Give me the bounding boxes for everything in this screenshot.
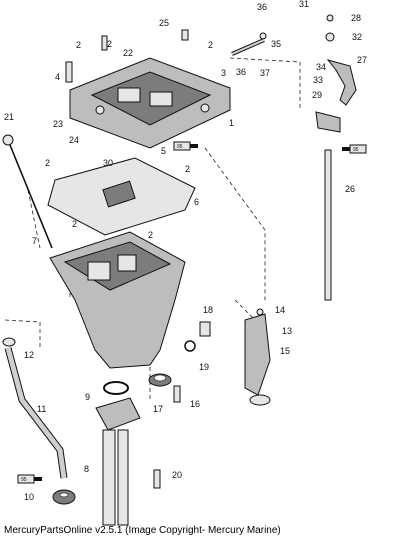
callout-33: 33: [313, 75, 323, 85]
callout-35: 35: [271, 39, 281, 49]
hose-35: [231, 38, 265, 56]
callout-3: 3: [221, 68, 226, 78]
svg-text:2: 2: [185, 164, 190, 174]
callout-2: 2: [76, 40, 81, 50]
callout-11: 11: [37, 404, 46, 414]
svg-text:2: 2: [148, 230, 153, 240]
callout-22: 22: [123, 48, 133, 58]
adaptor-plate: [69, 57, 231, 149]
callout-26: 26: [345, 184, 355, 194]
bolts: [65, 29, 189, 489]
callout-9: 9: [85, 392, 90, 402]
bracket-27: [326, 59, 357, 106]
image-caption: MercuryPartsOnline v2.5.1 (Image Copyrig…: [4, 525, 281, 536]
oil-pan: [49, 231, 186, 369]
callout-10: 10: [24, 492, 34, 502]
svg-text:95: 95: [353, 147, 359, 153]
callout-19: 19: [199, 362, 209, 372]
washer-19: [184, 340, 196, 352]
callout-18: 18: [203, 305, 213, 315]
callout-34: 34: [316, 62, 326, 72]
callout-8: 8: [84, 464, 89, 474]
callout-37: 37: [260, 68, 270, 78]
svg-text:36: 36: [236, 67, 246, 77]
callout-12: 12: [24, 350, 34, 360]
callout-36: 36: [257, 2, 267, 12]
repeat-callout-36: 36: [236, 67, 246, 77]
tube-26: [315, 111, 341, 301]
svg-text:2: 2: [208, 40, 213, 50]
grommet: [52, 489, 76, 505]
callout-20: 20: [172, 470, 182, 480]
gasket: [47, 157, 196, 236]
callout-labels: 1 2 3 4 5 6 7 8 9 10 11 12 13 14 15 16 1…: [4, 0, 367, 502]
callout-31: 31: [299, 0, 309, 9]
callout-30: 30: [103, 158, 113, 168]
callout-15: 15: [280, 346, 290, 356]
sealant-tube-2: 95: [342, 144, 367, 154]
callout-28: 28: [351, 13, 361, 23]
callout-32: 32: [352, 32, 362, 42]
driveshaft-housing: [95, 397, 141, 526]
callout-4: 4: [55, 72, 60, 82]
pickup-tube: [4, 347, 68, 479]
callout-1: 1: [229, 118, 234, 128]
callout-27: 27: [357, 55, 367, 65]
callout-23: 23: [53, 119, 63, 129]
callout-6: 6: [194, 197, 199, 207]
fitting-18: [199, 321, 211, 337]
callout-24: 24: [69, 135, 79, 145]
pump-assembly: [244, 308, 271, 406]
seal-ring-9: [103, 381, 129, 395]
svg-text:2: 2: [72, 219, 77, 229]
sealant-tube-3: 95: [17, 474, 42, 484]
small-fasteners: [259, 14, 335, 42]
svg-text:2: 2: [107, 39, 112, 49]
svg-text:95: 95: [177, 144, 183, 150]
oil-seal-17: [148, 373, 172, 387]
dipstick: [2, 134, 53, 249]
callout-29: 29: [312, 90, 322, 100]
callout-21: 21: [4, 112, 14, 122]
o-ring-12: [2, 337, 16, 347]
sealant-tube-1: 95: [173, 141, 198, 151]
callout-14: 14: [275, 305, 285, 315]
callout-25: 25: [159, 18, 169, 28]
callout-7: 7: [32, 236, 37, 246]
svg-text:2: 2: [45, 158, 50, 168]
callout-13: 13: [282, 326, 292, 336]
svg-text:95: 95: [21, 477, 27, 483]
callout-5: 5: [161, 146, 166, 156]
callout-17: 17: [153, 404, 163, 414]
repeat-callouts-2: 2 2 2 2 2 2: [45, 39, 213, 240]
callout-16: 16: [190, 399, 200, 409]
